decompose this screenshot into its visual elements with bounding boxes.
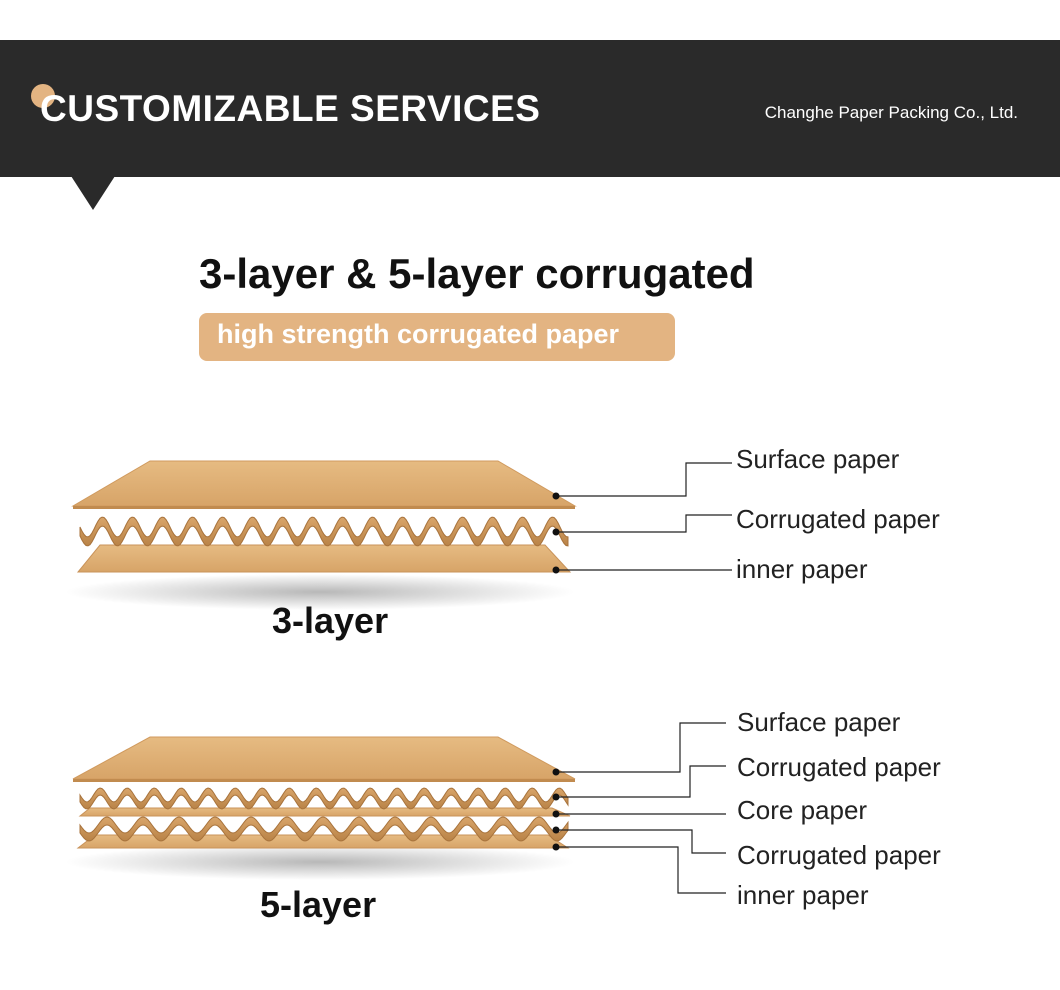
five-layer-surface-sheet <box>72 736 576 780</box>
header-banner <box>0 40 1060 177</box>
five-layer-label-surface: Surface paper <box>737 707 901 737</box>
subtitle-text: high strength corrugated paper <box>217 319 620 349</box>
five-layer-caption: 5-layer <box>260 884 377 925</box>
three-layer-inner-sheet <box>76 544 572 573</box>
three-layer-stack <box>65 460 577 610</box>
three-layer-surface-sheet <box>71 460 577 507</box>
top-margin <box>0 0 1060 40</box>
five-layer-label-corrugated-upper: Corrugated paper <box>737 752 941 782</box>
header-title: CUSTOMIZABLE SERVICES <box>40 88 541 129</box>
accent-dot-icon <box>31 84 55 108</box>
three-layer-shadow <box>65 574 575 610</box>
company-name: Changhe Paper Packing Co., Ltd. <box>764 103 1018 122</box>
five-layer-stack <box>65 736 576 880</box>
five-layer-inner-sheet <box>76 834 570 849</box>
five-layer-dots <box>552 768 560 851</box>
five-layer-label-corrugated-lower: Corrugated paper <box>737 840 941 870</box>
three-layer-leaders <box>556 462 732 571</box>
main-title: 3-layer & 5-layer corrugated <box>199 250 755 297</box>
subtitle-badge <box>199 313 675 361</box>
three-layer-flute <box>79 516 569 547</box>
five-layer-core-sheet <box>78 807 571 817</box>
three-layer-dots <box>552 492 560 574</box>
five-layer-leaders <box>556 722 726 894</box>
five-layer-upper-flute <box>79 787 569 810</box>
five-layer-shadow <box>65 844 575 880</box>
five-layer-label-core: Core paper <box>737 795 868 825</box>
five-layer-surface-edge <box>73 779 575 782</box>
five-layer-label-inner: inner paper <box>737 880 869 910</box>
three-layer-label-inner: inner paper <box>736 554 868 584</box>
three-layer-label-corrugated: Corrugated paper <box>736 504 940 534</box>
three-layer-label-surface: Surface paper <box>736 444 900 474</box>
three-layer-surface-edge <box>73 506 575 509</box>
header-pointer-triangle <box>71 176 115 210</box>
three-layer-caption: 3-layer <box>272 600 389 641</box>
